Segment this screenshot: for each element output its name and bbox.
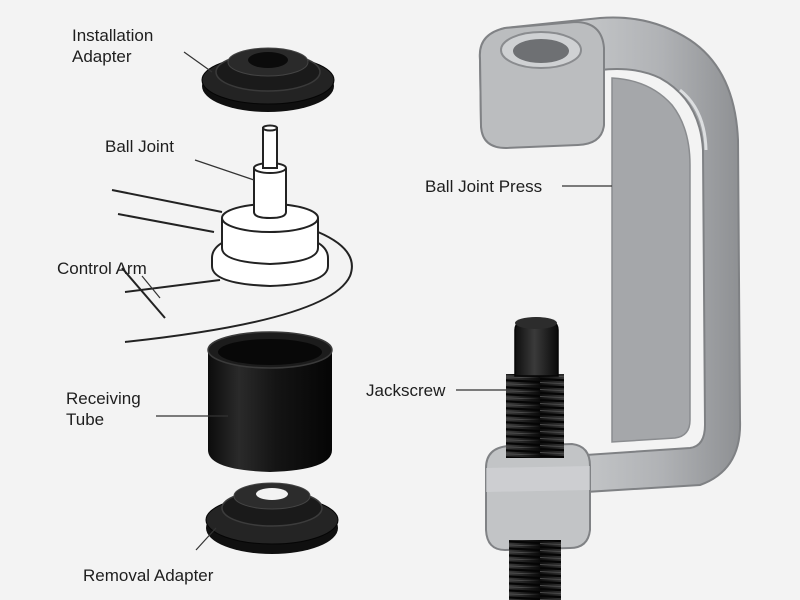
label-control-arm: Control Arm xyxy=(57,259,147,278)
label-removal-adapter: Removal Adapter xyxy=(83,566,214,585)
leader-lines xyxy=(141,51,612,551)
control-arm-icon xyxy=(111,189,353,343)
leader-installation-adapter xyxy=(183,51,213,73)
label-receiving-tube: Receiving Tube xyxy=(66,389,141,429)
label-ball-joint-press: Ball Joint Press xyxy=(425,177,543,196)
label-installation-adapter: Installation Adapter xyxy=(72,26,154,66)
label-ball-joint: Ball Joint xyxy=(105,137,174,156)
jackscrew-icon xyxy=(506,317,564,600)
ball-joint-icon xyxy=(211,124,329,288)
leader-ball-joint xyxy=(194,159,255,181)
leader-removal-adapter xyxy=(195,527,217,551)
c-frame-press-icon xyxy=(478,16,742,552)
installation-adapter-icon xyxy=(201,47,335,112)
removal-adapter-icon xyxy=(205,482,339,554)
receiving-tube-icon xyxy=(207,331,333,472)
label-jackscrew: Jackscrew xyxy=(366,381,446,400)
leader-control-arm xyxy=(141,275,161,299)
